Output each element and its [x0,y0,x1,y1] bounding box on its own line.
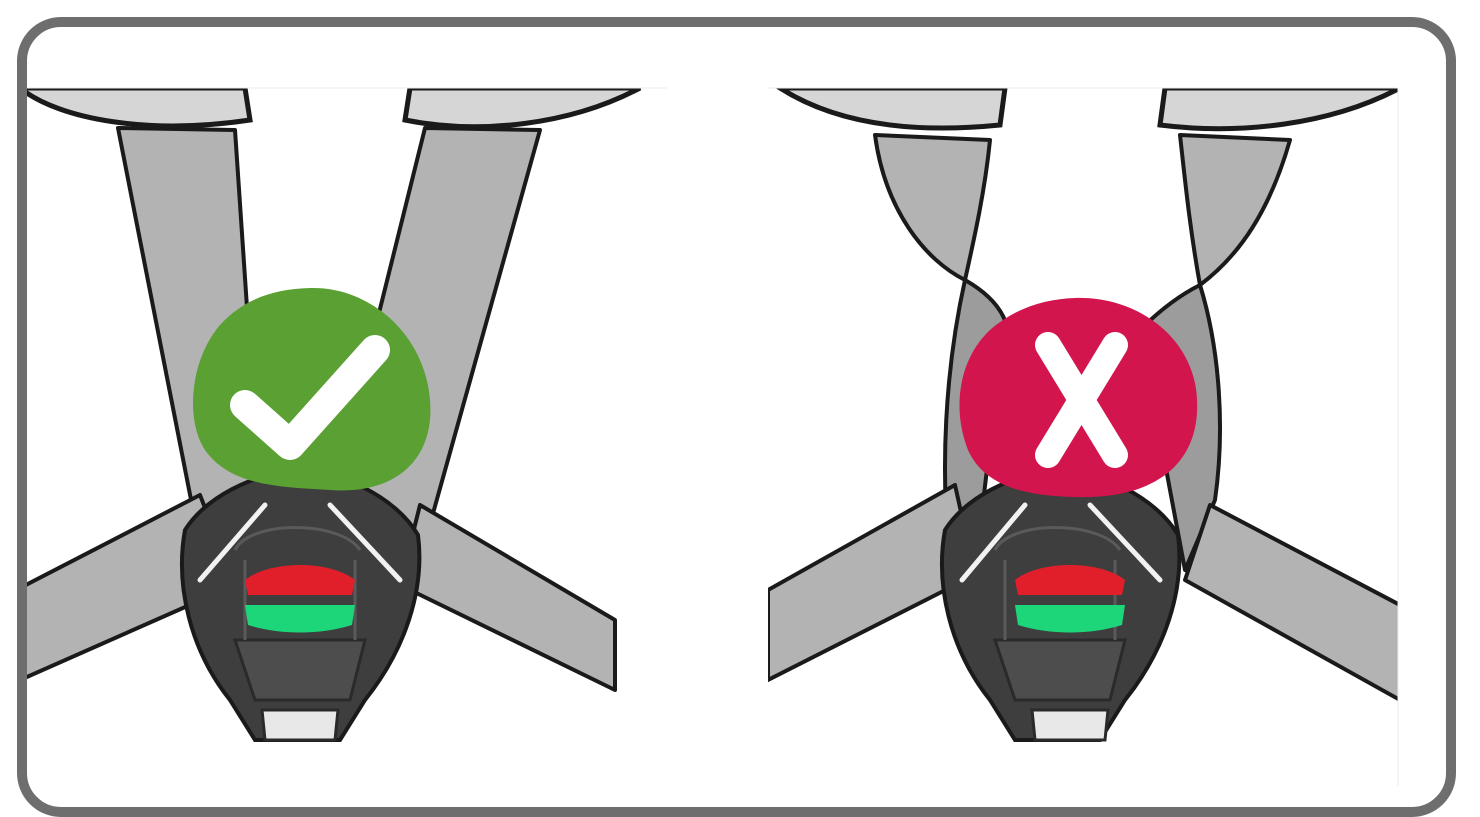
left-shoulder-pad [27,88,253,129]
buckle [940,467,1182,742]
correct-harness-panel [27,88,642,742]
right-shoulder-strap-upper [1178,133,1292,287]
right-thigh-strap [398,503,617,692]
left-shoulder-pad [775,88,1008,131]
incorrect-harness-panel [768,88,1398,742]
red-indicator [1015,565,1125,595]
right-thigh-strap [1183,503,1398,702]
cross-icon [1035,332,1128,468]
right-shoulder-pad [402,88,642,130]
buckle [180,467,422,742]
incorrect-badge [959,297,1198,498]
right-shoulder-pad [1157,88,1398,132]
red-indicator [245,565,355,595]
left-shoulder-strap-upper [873,133,992,282]
green-indicator [1015,605,1125,633]
correct-badge [193,287,431,491]
green-indicator [245,605,355,633]
harness-comparison-diagram [27,87,1399,786]
checkmark-icon [230,335,390,460]
